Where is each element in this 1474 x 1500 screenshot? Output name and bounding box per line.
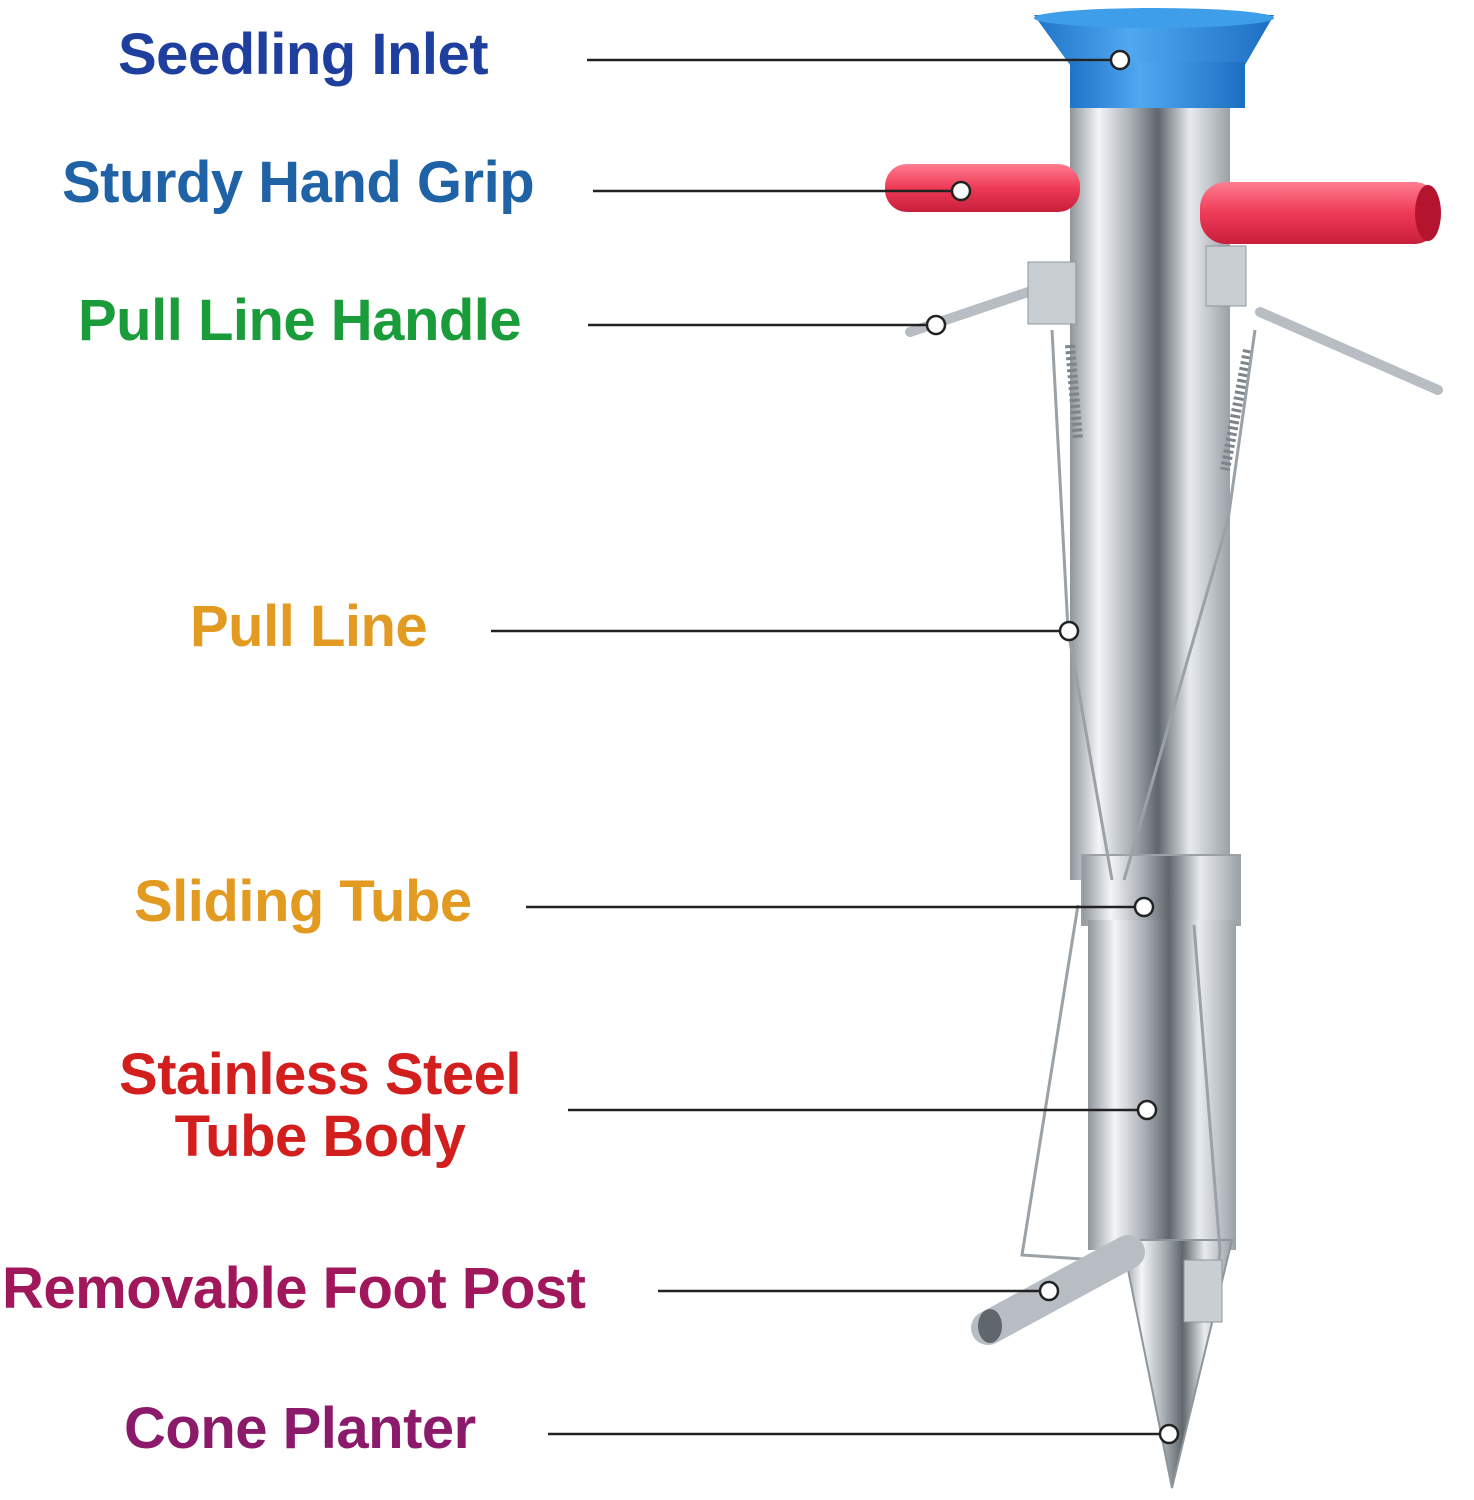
pointer-hand-grip <box>950 180 972 202</box>
leader-lines <box>491 49 1180 1445</box>
label-pull-line: Pull Line <box>190 594 428 659</box>
funnel <box>1034 15 1274 65</box>
pointer-cone-planter <box>1158 1423 1180 1445</box>
grip-left <box>885 164 1080 212</box>
funnel-rim <box>1034 8 1274 28</box>
pointer-pull-line-handle <box>925 314 947 336</box>
bracket-right <box>1205 245 1247 307</box>
label-hand-grip: Sturdy Hand Grip <box>62 150 535 215</box>
foot-post-end <box>978 1309 1002 1343</box>
spring-right <box>1220 349 1253 471</box>
lower-tube-body <box>1088 920 1236 1250</box>
label-pull-line-handle: Pull Line Handle <box>78 288 522 353</box>
pointer-sliding-tube <box>1133 896 1155 918</box>
sliding-tube <box>1081 854 1241 926</box>
handle-right <box>1255 307 1443 395</box>
label-tube-body: Stainless Steel Tube Body <box>100 1044 540 1168</box>
label-tube-body-line2: Tube Body <box>174 1104 466 1169</box>
label-foot-post: Removable Foot Post <box>2 1256 586 1321</box>
pointer-tube-body <box>1136 1099 1158 1121</box>
grip-right <box>1200 182 1440 244</box>
label-cone-planter: Cone Planter <box>124 1396 476 1461</box>
bracket-left <box>1027 261 1077 325</box>
pull-line-right <box>1122 329 1257 881</box>
foot-clamp <box>1183 1259 1223 1323</box>
label-sliding-tube: Sliding Tube <box>134 869 472 934</box>
pointer-foot-post <box>1038 1280 1060 1302</box>
label-tube-body-line1: Stainless Steel <box>119 1042 521 1107</box>
pointer-seedling-inlet <box>1109 49 1131 71</box>
grip-right-end <box>1415 185 1441 241</box>
pointer-pull-line <box>1058 620 1080 642</box>
funnel-collar <box>1070 62 1245 108</box>
spring-left <box>1065 344 1083 441</box>
label-seedling-inlet: Seedling Inlet <box>118 22 489 87</box>
